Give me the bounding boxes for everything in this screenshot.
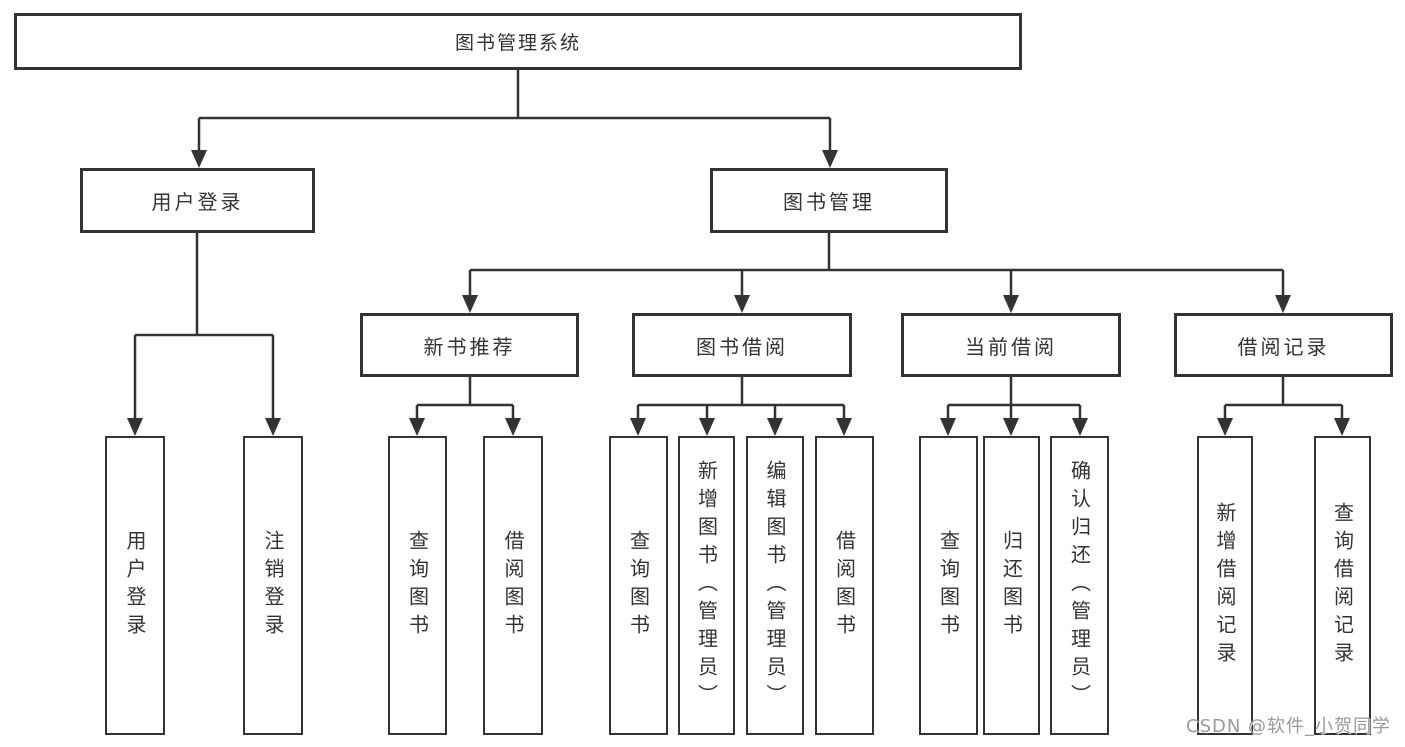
node-current-borrow: 当前借阅: [901, 313, 1121, 377]
leaf-query-books-borrow: 查询图书: [609, 436, 668, 735]
arrowheads: [127, 150, 1350, 436]
leaf-return-book: 归还图书: [983, 436, 1040, 735]
csdn-watermark: CSDN @软件_小贺同学: [1186, 716, 1392, 737]
leaf-confirm-return-admin: 确认归还（管理员）: [1050, 436, 1109, 735]
leaf-logout-login: 注销登录: [243, 436, 303, 735]
node-library-system: 图书管理系统: [14, 13, 1022, 70]
node-new-book-recommend: 新书推荐: [360, 313, 579, 377]
leaf-query-books-newbook: 查询图书: [388, 436, 447, 735]
node-book-borrow: 图书借阅: [632, 313, 852, 377]
leaf-user-login: 用户登录: [105, 436, 165, 735]
leaf-add-book-admin: 新增图书（管理员）: [678, 436, 735, 735]
node-book-management: 图书管理: [710, 168, 948, 233]
leaf-borrow-books: 借阅图书: [815, 436, 874, 735]
connector-lines: [133, 70, 1344, 418]
node-user-login: 用户登录: [80, 168, 315, 233]
leaf-query-borrow-record: 查询借阅记录: [1314, 436, 1371, 735]
node-borrow-records: 借阅记录: [1174, 313, 1393, 377]
leaf-query-books-current: 查询图书: [919, 436, 978, 735]
leaf-add-borrow-record: 新增借阅记录: [1197, 436, 1253, 735]
leaf-edit-book-admin: 编辑图书（管理员）: [746, 436, 804, 735]
leaf-borrow-books-newbook: 借阅图书: [483, 436, 543, 735]
